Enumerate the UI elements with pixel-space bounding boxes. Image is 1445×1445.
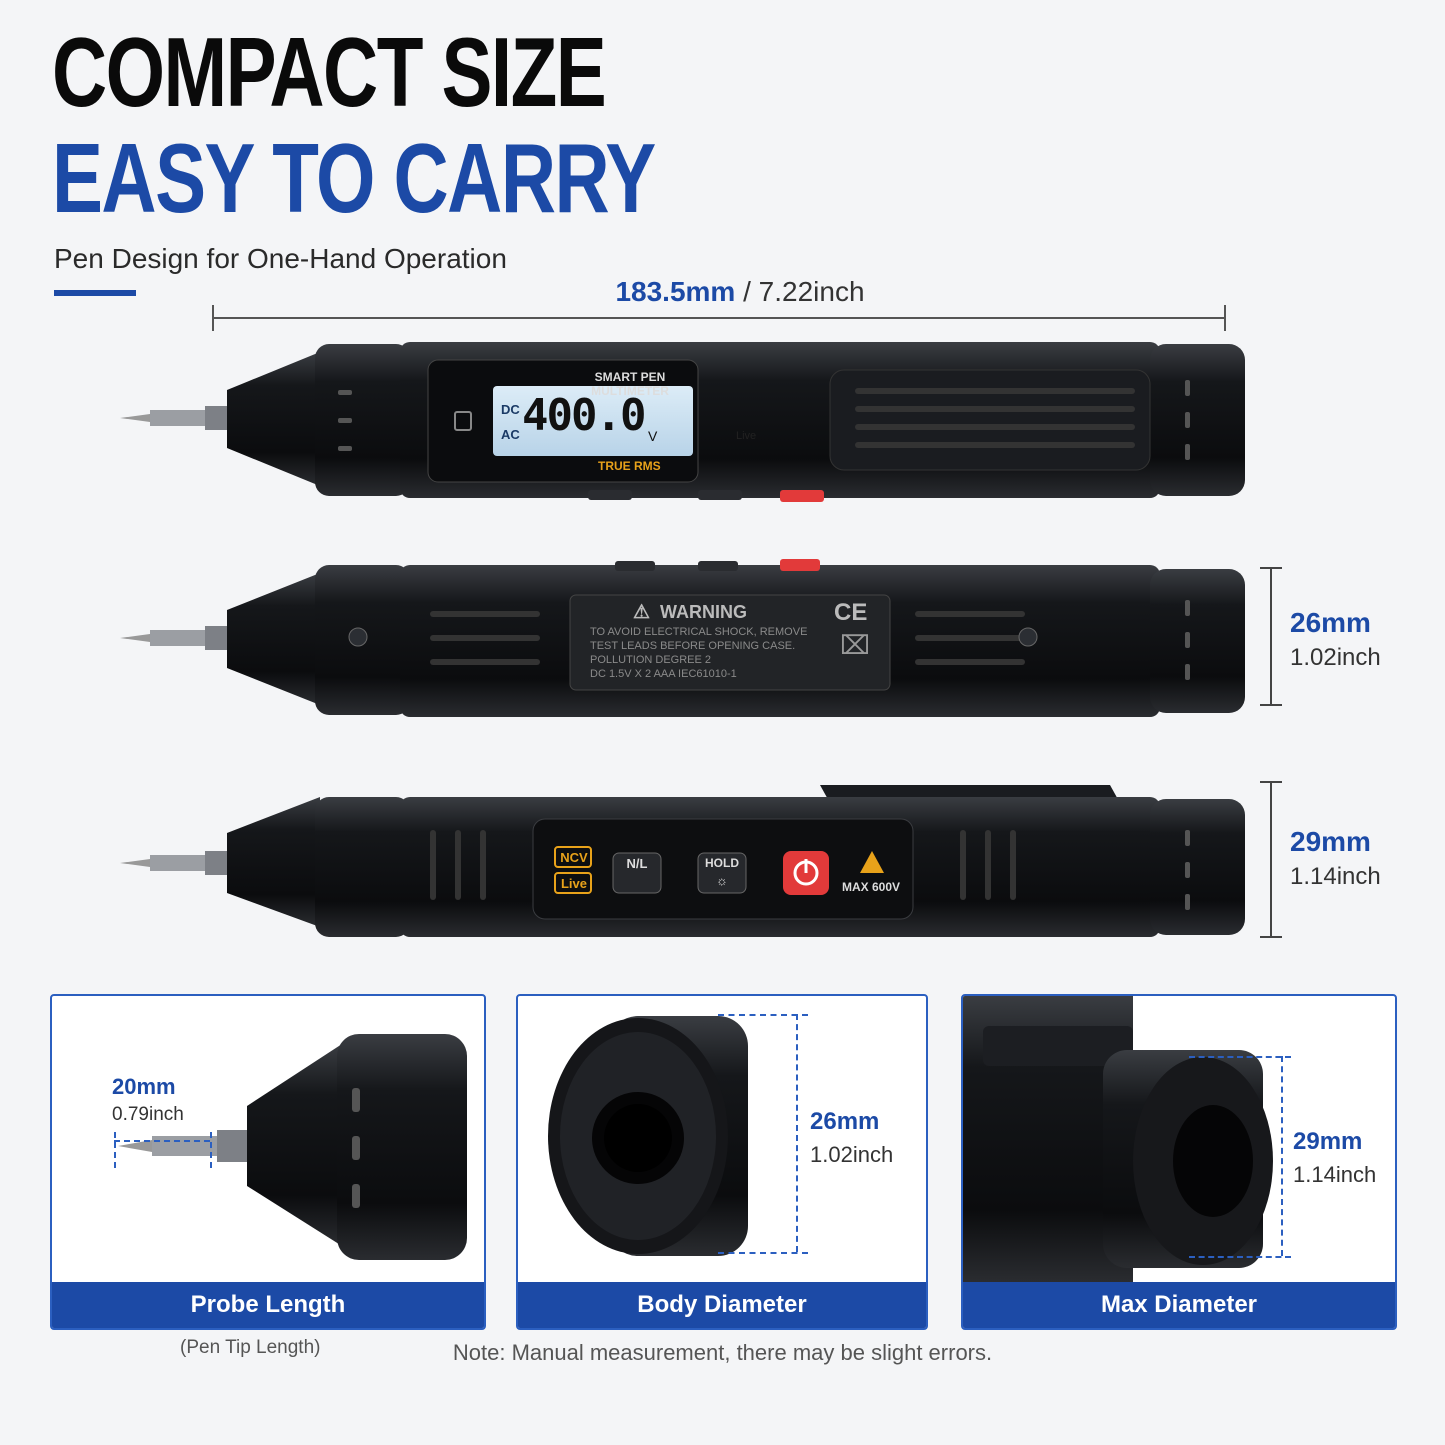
length-tick-left xyxy=(212,305,214,331)
pen-top-view xyxy=(120,342,1245,502)
length-separator: / xyxy=(735,276,759,307)
accent-bar xyxy=(54,290,136,296)
warning-line-2: TEST LEADS BEFORE OPENING CASE. xyxy=(590,640,796,652)
body-dim-top xyxy=(718,1014,808,1016)
length-mm: 183.5mm xyxy=(615,276,736,307)
max-dim-inch: 1.14inch xyxy=(1293,1162,1377,1187)
title-line-2: EASY TO CARRY xyxy=(52,123,656,233)
body-diameter-footer: Body Diameter xyxy=(518,1282,926,1328)
max-dim-line xyxy=(1281,1056,1283,1256)
dim-26-bar xyxy=(1270,567,1272,705)
body-dim-mm: 26mm xyxy=(810,1108,880,1135)
ncv-label: NCV xyxy=(560,850,588,865)
probe-dim-inch: 0.79inch xyxy=(112,1104,184,1125)
body-end-closeup xyxy=(548,1016,748,1256)
probe-closeup xyxy=(118,1034,467,1260)
body-dim-inch: 1.02inch xyxy=(810,1142,894,1167)
warning-line-3: POLLUTION DEGREE 2 xyxy=(590,654,712,666)
warning-line-4: DC 1.5V X 2 AAA IEC61010-1 xyxy=(590,668,737,680)
probe-dim-line xyxy=(114,1140,210,1142)
backlight-icon: ☼ xyxy=(716,873,728,888)
lcd-true-rms: TRUE RMS xyxy=(598,459,661,473)
pen-bottom-dim-mm: 29mm xyxy=(1290,826,1371,857)
max-dim-mm: 29mm xyxy=(1293,1128,1363,1155)
dim-29-cap-bottom xyxy=(1260,936,1282,938)
pen-bottom-dim-inch: 1.14inch xyxy=(1290,863,1381,890)
pen-mid-dim-inch: 1.02inch xyxy=(1290,644,1381,671)
max-diameter-footer: Max Diameter xyxy=(963,1282,1395,1328)
measurement-note: Note: Manual measurement, there may be s… xyxy=(452,1340,993,1365)
weee-bin-icon: ⌧ xyxy=(840,630,870,660)
hold-button[interactable]: HOLD xyxy=(705,856,739,870)
lcd-unit: V xyxy=(648,428,658,444)
pen-mid-dim-mm: 26mm xyxy=(1290,607,1371,638)
probe-dim-mm: 20mm xyxy=(112,1074,176,1099)
lcd-dc: DC xyxy=(501,402,520,417)
probe-dim-left xyxy=(114,1132,116,1168)
body-dim-line xyxy=(796,1014,798,1252)
warning-icon: ⚠ xyxy=(633,602,651,623)
power-button[interactable] xyxy=(783,851,829,895)
lcd-brand: SMART PEN MULTIMETER xyxy=(591,370,669,398)
max-dim-top xyxy=(1189,1056,1291,1058)
probe-dim-right xyxy=(210,1132,212,1168)
length-dimension-label: 183.5mm / 7.22inch xyxy=(560,276,920,308)
warning-line-1: TO AVOID ELECTRICAL SHOCK, REMOVE xyxy=(590,626,808,638)
lcd-ac: AC xyxy=(501,427,520,442)
dim-29-cap-top xyxy=(1260,781,1282,783)
panel-probe-length: 20mm 0.79inch Probe Length xyxy=(50,994,486,1330)
length-dimension-line xyxy=(213,317,1225,319)
probe-length-footer: Probe Length xyxy=(52,1282,484,1328)
pen-back-view xyxy=(120,559,1245,717)
panel-max-diameter: 29mm 1.14inch Max Diameter xyxy=(961,994,1397,1330)
ce-mark: CE xyxy=(834,599,868,626)
lcd-reading: 400.0 xyxy=(522,390,646,441)
length-inch: 7.22inch xyxy=(758,276,865,307)
probe-note: (Pen Tip Length) xyxy=(180,1337,321,1358)
nl-button[interactable]: N/L xyxy=(626,856,648,871)
live-label: Live xyxy=(560,876,587,891)
lcd-live-icon: Live xyxy=(736,430,757,442)
subtitle: Pen Design for One-Hand Operation xyxy=(54,243,507,274)
max-dim-bottom xyxy=(1189,1256,1291,1258)
max-end-closeup xyxy=(963,996,1273,1282)
dim-29-bar xyxy=(1270,781,1272,937)
length-tick-right xyxy=(1224,305,1226,331)
warning-title: WARNING xyxy=(660,602,747,622)
body-dim-bottom xyxy=(718,1252,808,1254)
panel-body-diameter: 26mm 1.02inch Body Diameter xyxy=(516,994,928,1330)
dim-26-cap-bottom xyxy=(1260,704,1282,706)
title-line-1: COMPACT SIZE xyxy=(52,17,607,127)
max-voltage-label: MAX 600V xyxy=(842,880,901,894)
dim-26-cap-top xyxy=(1260,567,1282,569)
pen-button-view xyxy=(120,785,1245,937)
